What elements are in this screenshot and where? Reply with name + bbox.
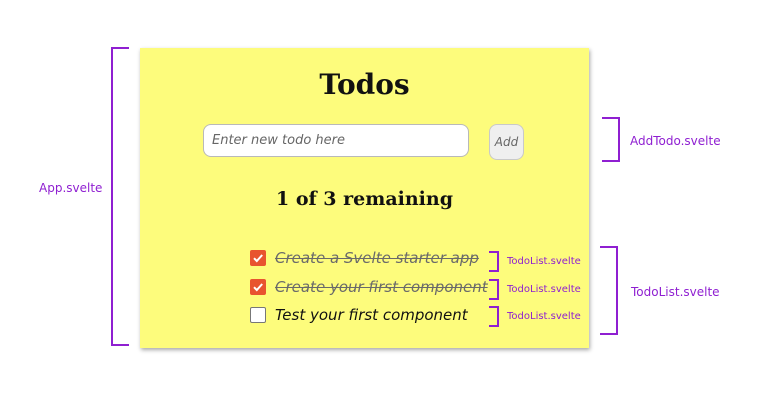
app-annotation-label: App.svelte xyxy=(39,181,103,195)
todo-item-annotation-label: TodoList.svelte xyxy=(507,311,581,322)
add-todo-bracket xyxy=(602,117,620,162)
add-button[interactable]: Add xyxy=(489,124,524,160)
todo-label: Create your first component xyxy=(275,278,488,296)
todo-list-bracket xyxy=(600,246,618,335)
todo-checkbox[interactable] xyxy=(250,250,266,266)
todo-item-annotation-label: TodoList.svelte xyxy=(507,284,581,295)
todo-list-annotation-label: TodoList.svelte xyxy=(631,285,720,299)
remaining-count: 1 of 3 remaining xyxy=(276,188,453,210)
todo-item-bracket xyxy=(489,251,499,272)
todo-checkbox[interactable] xyxy=(250,279,266,295)
checkmark-icon xyxy=(253,254,263,263)
todo-app-card: Todos Add 1 of 3 remaining Create a Svel… xyxy=(140,48,589,348)
todo-label: Test your first component xyxy=(275,306,468,324)
todo-label: Create a Svelte starter app xyxy=(275,249,479,267)
todo-item-bracket xyxy=(489,306,499,327)
todo-item-annotation-label: TodoList.svelte xyxy=(507,256,581,267)
new-todo-input[interactable] xyxy=(203,124,469,157)
app-bracket xyxy=(111,47,129,346)
todo-item: Test your first component xyxy=(250,304,468,326)
checkmark-icon xyxy=(253,283,263,292)
todo-item-bracket xyxy=(489,279,499,300)
page-title: Todos xyxy=(319,68,410,101)
todo-item: Create your first component xyxy=(250,276,488,298)
todo-checkbox[interactable] xyxy=(250,307,266,323)
todo-item: Create a Svelte starter app xyxy=(250,247,479,269)
add-todo-annotation-label: AddTodo.svelte xyxy=(630,134,721,148)
